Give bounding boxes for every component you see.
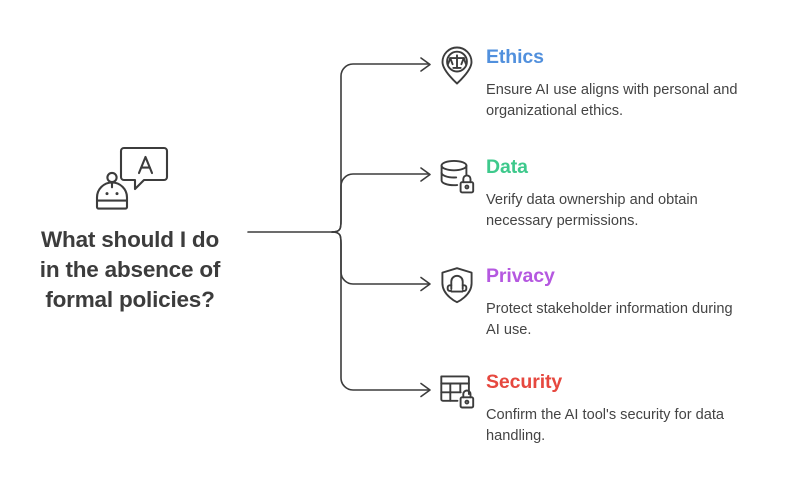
arrow-head-data <box>420 167 431 182</box>
connector-branch-data <box>331 173 430 233</box>
table-lock-icon <box>437 371 477 411</box>
branch-description-ethics: Ensure AI use aligns with personal and o… <box>486 81 738 119</box>
branch-title-data: Data <box>486 156 528 178</box>
connector-branch-privacy <box>331 231 430 285</box>
page-title: What should I do in the absence of forma… <box>39 227 221 312</box>
shield-privacy-icon <box>437 265 477 305</box>
branch-item-data[interactable]: Data Verify data ownership and obtain ne… <box>437 155 787 231</box>
root-question-block: What should I do in the absence of forma… <box>14 145 246 315</box>
branch-title-privacy: Privacy <box>486 265 555 287</box>
branch-description-security: Confirm the AI tool's security for data … <box>486 406 725 444</box>
branch-text-privacy: Privacy Protect stakeholder information … <box>486 264 787 340</box>
branch-title-ethics: Ethics <box>486 46 544 68</box>
branch-item-privacy[interactable]: Privacy Protect stakeholder information … <box>437 264 787 340</box>
branch-text-ethics: Ethics Ensure AI use aligns with persona… <box>486 45 787 121</box>
arrow-head-privacy <box>420 276 431 292</box>
branch-title-security: Security <box>486 371 563 393</box>
branch-text-data: Data Verify data ownership and obtain ne… <box>486 155 787 231</box>
branch-item-security[interactable]: Security Confirm the AI tool's security … <box>437 370 787 446</box>
database-lock-icon <box>437 156 477 196</box>
branch-item-ethics[interactable]: Ethics Ensure AI use aligns with persona… <box>437 45 787 121</box>
connector-branch-security <box>331 231 430 391</box>
connector-branch-ethics <box>331 63 430 233</box>
ethics-scale-pin-icon <box>437 46 477 86</box>
arrow-head-security <box>420 382 431 398</box>
branch-text-security: Security Confirm the AI tool's security … <box>486 370 787 446</box>
branch-description-data: Verify data ownership and obtain necessa… <box>486 191 698 229</box>
arrow-head-ethics <box>420 57 431 72</box>
robot-chat-icon <box>91 145 169 211</box>
branch-description-privacy: Protect stakeholder information during A… <box>486 300 733 338</box>
